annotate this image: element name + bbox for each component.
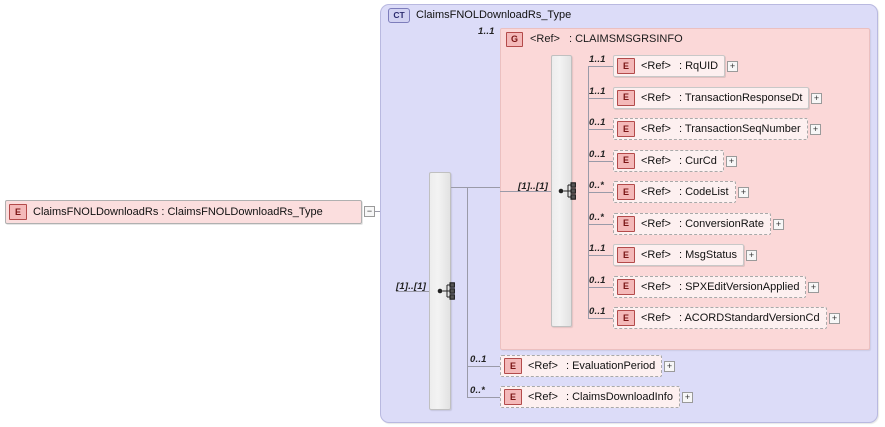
element-expand-toggle[interactable]: + [808, 281, 819, 293]
connector-group-seqbar-in [500, 191, 551, 192]
element-node[interactable]: E <Ref> : ACORDStandardVersionCd [613, 307, 827, 329]
element-badge-icon: E [617, 278, 635, 295]
complex-type-badge-icon: CT [388, 7, 410, 23]
element-badge-icon: E [617, 310, 635, 326]
element-badge-icon: E [617, 184, 635, 200]
occurrence-label: 0..* [589, 211, 605, 223]
group-header: G <Ref> : CLAIMSMSGRSINFO [506, 31, 683, 47]
connector-stub [467, 366, 500, 367]
connector-stub [467, 397, 500, 398]
element-badge-icon: E [617, 89, 635, 106]
element-badge-icon: E [617, 247, 635, 263]
occurrence-label: 1..1 [589, 54, 606, 65]
connector-stub [588, 223, 613, 225]
root-element-node[interactable]: E ClaimsFNOLDownloadRs : ClaimsFNOLDownl… [5, 200, 362, 224]
element-badge-icon: E [617, 121, 635, 137]
element-badge-icon: E [504, 358, 522, 374]
element-name-label: : ClaimsDownloadInfo [565, 391, 673, 403]
connector-stub [588, 97, 613, 99]
element-ref-label: <Ref> [528, 391, 558, 403]
element-name-label: : SPXEditVersionApplied [678, 280, 800, 293]
element-name-label: : ACORDStandardVersionCd [678, 312, 820, 324]
occurrence-label: 0..1 [470, 354, 487, 365]
element-node[interactable]: E <Ref> : EvaluationPeriod [500, 355, 663, 377]
occurrence-label: 0..1 [589, 274, 606, 286]
element-expand-toggle[interactable]: + [664, 361, 675, 372]
element-ref-label: <Ref> [528, 360, 558, 372]
element-expand-toggle[interactable]: + [773, 218, 784, 230]
element-name-label: : RqUID [678, 60, 719, 72]
connector-type-branch-group [451, 187, 500, 188]
occurrence-label: 0..1 [589, 117, 606, 128]
element-ref-label: <Ref> [641, 91, 671, 104]
element-node[interactable]: E <Ref> : MsgStatus [613, 244, 745, 266]
occurrence-label: 1..1 [589, 85, 606, 97]
element-expand-toggle[interactable]: + [811, 92, 822, 104]
element-ref-label: <Ref> [641, 154, 671, 167]
element-expand-toggle[interactable]: + [727, 61, 738, 72]
connector-stub [588, 318, 613, 319]
group-occurrence: 1..1 [478, 26, 495, 37]
element-name-label: : CodeList [678, 186, 729, 198]
root-element-collapse-toggle[interactable]: − [364, 206, 375, 217]
complex-type-header: CT ClaimsFNOLDownloadRs_Type [388, 7, 571, 23]
element-node[interactable]: E <Ref> : TransactionSeqNumber [613, 118, 808, 140]
element-node[interactable]: E <Ref> : ConversionRate [613, 212, 771, 235]
element-expand-toggle[interactable]: + [810, 124, 821, 135]
connector-stub [588, 160, 613, 162]
group-ref-label: <Ref> [530, 33, 560, 45]
connector-stub [588, 66, 613, 67]
element-node[interactable]: E <Ref> : ClaimsDownloadInfo [500, 386, 680, 408]
sequence-compositor-icon-outer [437, 282, 455, 300]
element-ref-label: <Ref> [641, 60, 671, 72]
element-badge-icon: E [9, 204, 27, 220]
connector-stub [588, 286, 613, 288]
connector-stub [588, 192, 613, 193]
element-expand-toggle[interactable]: + [682, 392, 693, 403]
connector-type-trunk [467, 187, 468, 397]
element-node[interactable]: E <Ref> : SPXEditVersionApplied [613, 275, 807, 298]
element-node[interactable]: E <Ref> : CodeList [613, 181, 736, 203]
element-node[interactable]: E <Ref> : TransactionResponseDt [613, 86, 810, 109]
element-ref-label: <Ref> [641, 217, 671, 230]
element-ref-label: <Ref> [641, 123, 671, 135]
element-badge-icon: E [504, 389, 522, 405]
occurrence-label: 0..1 [589, 148, 606, 160]
element-name-label: : EvaluationPeriod [565, 360, 656, 372]
sequence-compositor-icon-inner [558, 182, 576, 200]
element-expand-toggle[interactable]: + [746, 250, 757, 261]
occurrence-label: 0..* [589, 180, 605, 191]
group-sequence-occurrence: [1]..[1] [518, 181, 549, 192]
element-name-label: : MsgStatus [678, 249, 738, 261]
element-badge-icon: E [617, 215, 635, 232]
element-node[interactable]: E <Ref> : CurCd [613, 149, 724, 172]
element-name-label: : CurCd [678, 154, 717, 167]
element-ref-label: <Ref> [641, 186, 671, 198]
occurrence-label: 0..1 [589, 306, 606, 317]
root-element-label: ClaimsFNOLDownloadRs : ClaimsFNOLDownloa… [33, 206, 323, 218]
connector-type-seqbar-in [396, 291, 429, 292]
element-expand-toggle[interactable]: + [829, 313, 840, 324]
element-ref-label: <Ref> [641, 312, 671, 324]
group-badge-icon: G [506, 31, 523, 47]
element-name-label: : ConversionRate [678, 217, 764, 230]
element-badge-icon: E [617, 152, 635, 169]
occurrence-label: 0..* [470, 385, 486, 396]
element-node[interactable]: E <Ref> : RqUID [613, 55, 726, 77]
type-sequence-occurrence: [1]..[1] [396, 281, 427, 292]
element-name-label: : TransactionResponseDt [678, 91, 803, 104]
connector-stub [588, 129, 613, 130]
element-name-label: : TransactionSeqNumber [678, 123, 801, 135]
group-name-label: : CLAIMSMSGRSINFO [568, 33, 683, 45]
complex-type-title: ClaimsFNOLDownloadRs_Type [416, 9, 572, 21]
element-expand-toggle[interactable]: + [738, 187, 749, 198]
element-ref-label: <Ref> [641, 280, 671, 293]
occurrence-label: 1..1 [589, 243, 606, 254]
connector-stub [588, 255, 613, 256]
element-ref-label: <Ref> [641, 249, 671, 261]
element-badge-icon: E [617, 58, 635, 74]
element-expand-toggle[interactable]: + [726, 155, 737, 167]
